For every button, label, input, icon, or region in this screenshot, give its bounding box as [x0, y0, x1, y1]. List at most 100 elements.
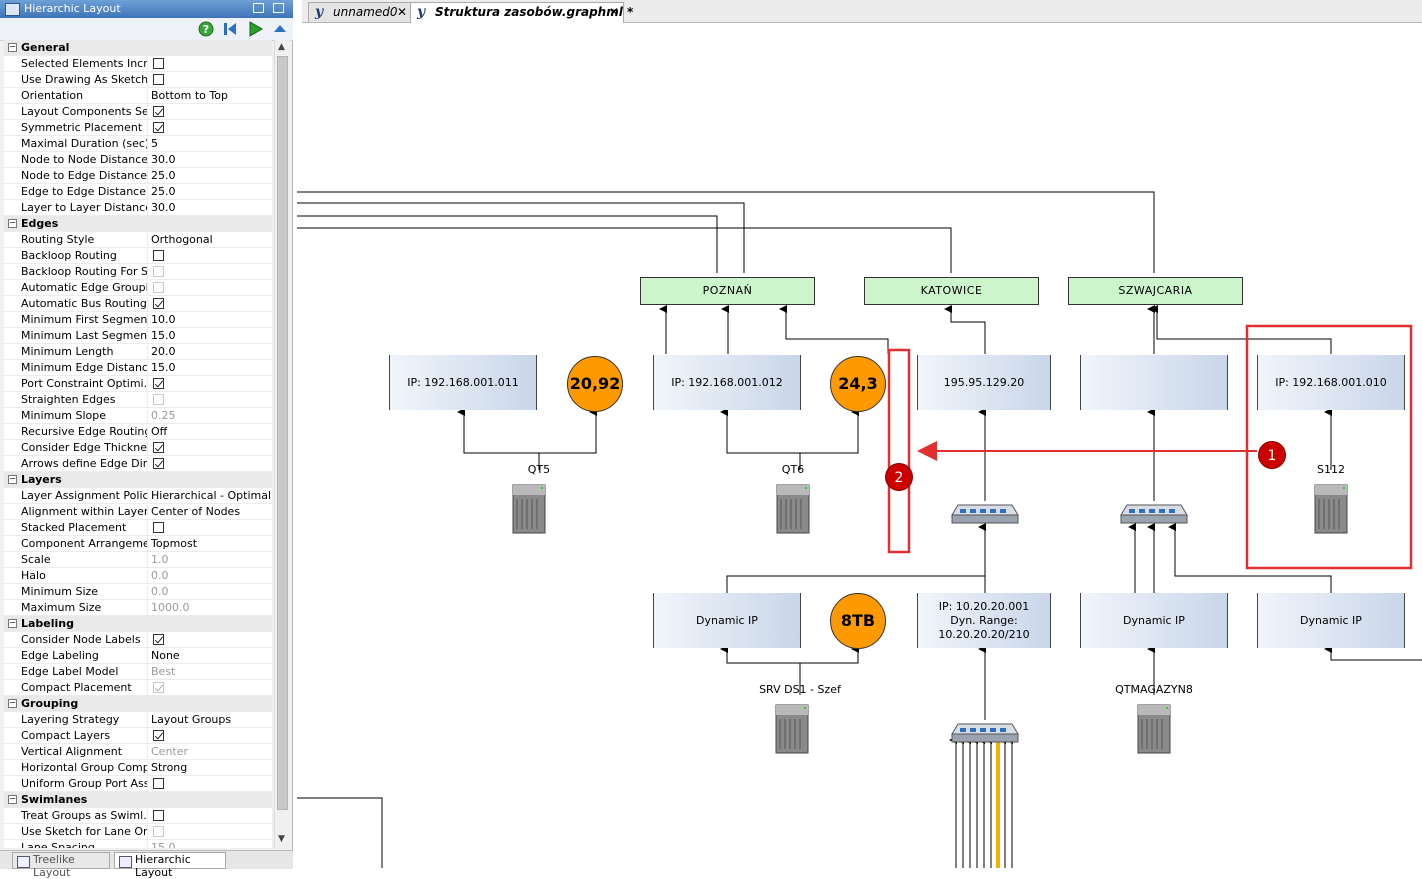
switch-icon[interactable]: [1119, 501, 1189, 525]
section-general[interactable]: −General: [4, 40, 272, 56]
property-checkbox[interactable]: [147, 729, 271, 744]
property-row[interactable]: Port Constraint Optimi...: [4, 376, 272, 392]
restore-icon[interactable]: [253, 3, 264, 13]
property-row[interactable]: Maximal Duration (sec)5: [4, 136, 272, 152]
property-checkbox[interactable]: [147, 249, 271, 264]
server-icon[interactable]: [1136, 703, 1172, 755]
collapse-toggle-icon[interactable]: −: [8, 42, 17, 52]
checkbox[interactable]: [153, 106, 164, 117]
property-row[interactable]: Symmetric Placement: [4, 120, 272, 136]
scroll-down-icon[interactable]: ▼: [278, 834, 285, 844]
section-labeling[interactable]: −Labeling: [4, 616, 272, 632]
checkbox[interactable]: [153, 58, 164, 69]
collapse-toggle-icon[interactable]: −: [8, 218, 17, 228]
switch-icon[interactable]: [950, 720, 1020, 744]
property-scrollbar[interactable]: ▲ ▼: [274, 40, 290, 848]
network-node-ip010[interactable]: IP: 192.168.001.010: [1257, 355, 1405, 410]
property-row[interactable]: Selected Elements Incr...: [4, 56, 272, 72]
property-checkbox[interactable]: [147, 73, 271, 88]
property-checkbox[interactable]: [147, 297, 271, 312]
property-value[interactable]: Orthogonal: [147, 233, 271, 248]
property-checkbox[interactable]: [147, 633, 271, 648]
checkbox[interactable]: [153, 298, 164, 309]
network-node-dynamic-ip[interactable]: Dynamic IP: [653, 593, 801, 648]
property-checkbox[interactable]: [147, 121, 271, 136]
network-node-195[interactable]: 195.95.129.20: [917, 355, 1051, 410]
property-row[interactable]: Consider Edge Thickness: [4, 440, 272, 456]
property-row[interactable]: Treat Groups as Swiml...: [4, 808, 272, 824]
network-node-dynamic-ip[interactable]: Dynamic IP: [1080, 593, 1228, 648]
property-value[interactable]: 15.0: [147, 361, 271, 376]
close-panel-icon[interactable]: [273, 3, 284, 13]
property-value[interactable]: Strong: [147, 761, 271, 776]
property-row[interactable]: Use Drawing As Sketch: [4, 72, 272, 88]
tab-treelike-layout[interactable]: Treelike Layout: [12, 852, 110, 879]
property-row[interactable]: Automatic Bus Routing: [4, 296, 272, 312]
network-node-ip011[interactable]: IP: 192.168.001.011: [389, 355, 537, 410]
checkbox[interactable]: [153, 458, 164, 469]
property-value[interactable]: 30.0: [147, 201, 271, 216]
property-value[interactable]: Off: [147, 425, 271, 440]
collapse-toggle-icon[interactable]: −: [8, 794, 17, 804]
property-row[interactable]: Compact Layers: [4, 728, 272, 744]
property-checkbox[interactable]: [147, 57, 271, 72]
property-row[interactable]: Uniform Group Port Ass...: [4, 776, 272, 792]
property-checkbox[interactable]: [147, 809, 271, 824]
checkbox[interactable]: [153, 522, 164, 533]
server-icon[interactable]: [774, 703, 810, 755]
network-node-ip012[interactable]: IP: 192.168.001.012: [653, 355, 801, 410]
checkbox[interactable]: [153, 74, 164, 85]
property-checkbox[interactable]: [147, 441, 271, 456]
property-value[interactable]: 20.0: [147, 345, 271, 360]
checkbox[interactable]: [153, 250, 164, 261]
checkbox[interactable]: [153, 730, 164, 741]
property-value[interactable]: None: [147, 649, 271, 664]
checkbox[interactable]: [153, 442, 164, 453]
property-checkbox[interactable]: [147, 521, 271, 536]
network-node-dyn-range[interactable]: IP: 10.20.20.001 Dyn. Range: 10.20.20.20…: [917, 593, 1051, 648]
close-tab-icon[interactable]: ✕: [609, 5, 620, 19]
scroll-thumb[interactable]: [277, 56, 288, 810]
property-checkbox[interactable]: [147, 377, 271, 392]
tab-hierarchic-layout[interactable]: Hierarchic Layout: [114, 852, 226, 879]
server-icon[interactable]: [775, 483, 811, 535]
graph-canvas[interactable]: POZNAŃ KATOWICE SZWAJCARIA IP: 192.168.0…: [297, 23, 1422, 868]
property-value[interactable]: Layout Groups: [147, 713, 271, 728]
collapse-toggle-icon[interactable]: −: [8, 474, 17, 484]
property-value[interactable]: 25.0: [147, 169, 271, 184]
checkbox[interactable]: [153, 778, 164, 789]
section-edges[interactable]: −Edges: [4, 216, 272, 232]
scroll-up-icon[interactable]: ▲: [278, 42, 285, 52]
property-value[interactable]: 25.0: [147, 185, 271, 200]
property-value[interactable]: Topmost: [147, 537, 271, 552]
property-value[interactable]: Hierarchical - Optimal: [147, 489, 271, 504]
capacity-badge[interactable]: 20,92: [567, 356, 623, 412]
network-node-dynamic-ip[interactable]: Dynamic IP: [1257, 593, 1405, 648]
tab-struktura-zasobow[interactable]: y Struktura zasobów.graphml * ✕: [410, 2, 633, 23]
section-layers[interactable]: −Layers: [4, 472, 272, 488]
collapse-toggle-icon[interactable]: −: [8, 698, 17, 708]
property-row[interactable]: Straighten Edges: [4, 392, 272, 408]
property-row[interactable]: Stacked Placement: [4, 520, 272, 536]
property-value[interactable]: 5: [147, 137, 271, 152]
capacity-badge[interactable]: 24,3: [830, 356, 886, 412]
network-node-blank[interactable]: [1080, 355, 1228, 410]
checkbox[interactable]: [153, 378, 164, 389]
help-icon[interactable]: ?: [198, 21, 214, 37]
section-grouping[interactable]: −Grouping: [4, 696, 272, 712]
property-checkbox[interactable]: [147, 457, 271, 472]
server-icon[interactable]: [511, 483, 547, 535]
property-row[interactable]: Minimum Last Segment...15.0: [4, 328, 272, 344]
